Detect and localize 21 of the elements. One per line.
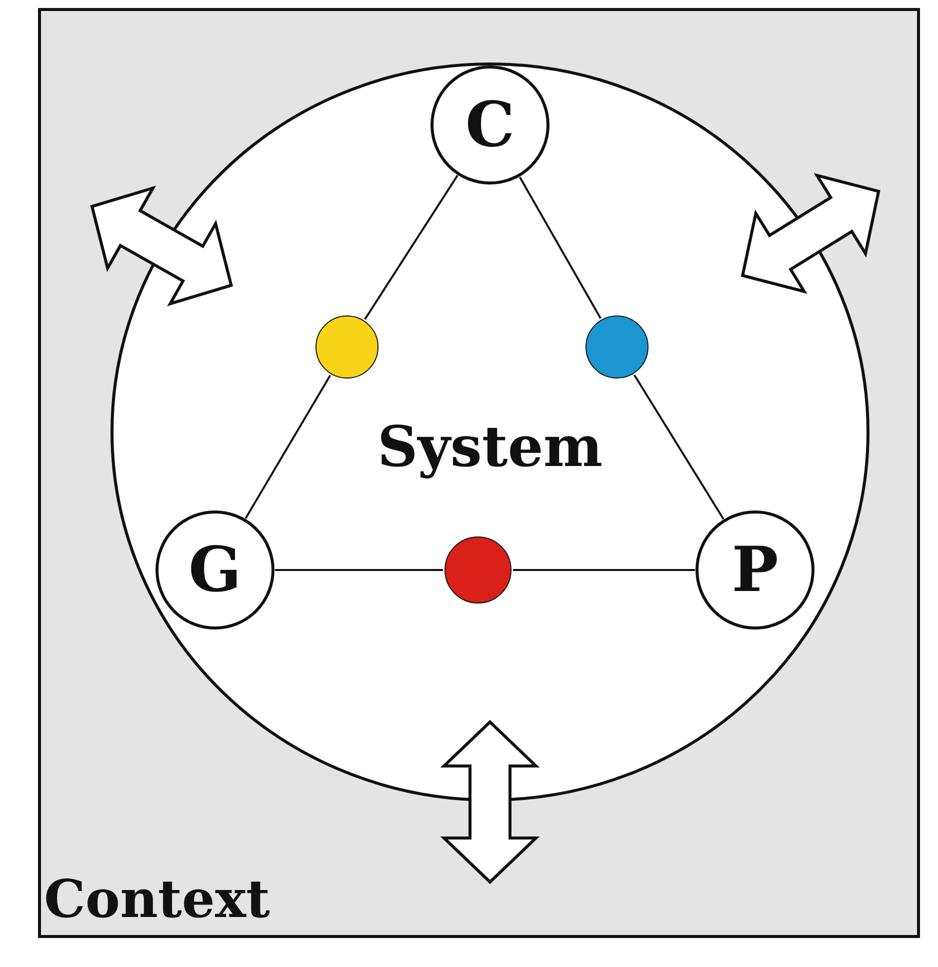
node-circle (430, 65, 550, 185)
node-circle (695, 510, 815, 630)
dot (584, 314, 650, 380)
circle-label: P (732, 539, 778, 601)
connector-line (518, 176, 602, 319)
double-arrow (440, 720, 540, 884)
connector-line (364, 174, 458, 320)
dot (314, 314, 380, 380)
system-circle (110, 62, 870, 802)
connector-line (244, 374, 332, 519)
circle-label: C (465, 94, 515, 156)
dot (443, 535, 513, 605)
context-box (38, 8, 920, 938)
double-arrow (90, 186, 233, 306)
region-label: Context (44, 874, 270, 926)
circle-label: G (188, 539, 242, 601)
connector-line (275, 569, 443, 571)
connector-line (634, 374, 724, 520)
connector-line (513, 569, 695, 571)
double-arrow (740, 173, 880, 294)
node-circle (155, 510, 275, 630)
